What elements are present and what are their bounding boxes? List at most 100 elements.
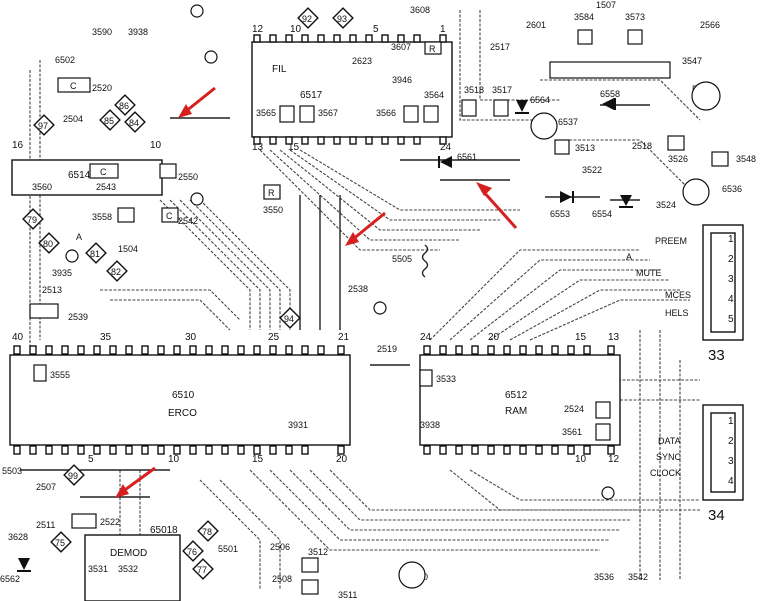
component-ref: 1507: [596, 0, 616, 10]
svg-text:80: 80: [43, 239, 53, 249]
component-ref: 2550: [178, 172, 198, 182]
ic-ref: 6514: [68, 170, 91, 181]
component-ref: 6553: [550, 209, 570, 219]
pin-number: 13: [608, 332, 620, 343]
connector-label: HELS: [665, 308, 689, 318]
component-ref: 2507: [36, 482, 56, 492]
svg-text:82: 82: [111, 267, 121, 277]
component-ref: 5505: [392, 254, 412, 264]
connector-label: PREEM: [655, 236, 687, 246]
svg-text:75: 75: [55, 538, 65, 548]
component-ref: 3938: [420, 420, 440, 430]
pad-diamond: 76: [182, 540, 204, 562]
ic-name: DEMOD: [110, 548, 147, 559]
component-ref: 5501: [218, 544, 238, 554]
pin-number: 15: [575, 332, 587, 343]
svg-text:76: 76: [187, 547, 197, 557]
pin-number: 15: [288, 142, 300, 153]
pin-number: 21: [338, 332, 350, 343]
component-ref: 3524: [656, 200, 676, 210]
component-ref: 2506: [270, 542, 290, 552]
svg-text:84: 84: [129, 118, 139, 128]
component-ref: 3931: [288, 420, 308, 430]
connector-label: CLOCK: [650, 468, 681, 478]
pin-number: 20: [488, 332, 500, 343]
svg-text:97: 97: [38, 121, 48, 131]
component-ref: 3584: [574, 12, 594, 22]
component-ref: 3560: [32, 182, 52, 192]
svg-text:C: C: [166, 211, 173, 221]
pin-number: 5: [373, 24, 379, 35]
component-ref: 3532: [118, 564, 138, 574]
component-ref: 3590: [92, 27, 112, 37]
pad-diamond: 75: [50, 531, 72, 553]
component-ref: 2508: [272, 574, 292, 584]
component-ref: 2601: [526, 20, 546, 30]
ic-ref: 6517: [300, 90, 323, 101]
pin-number: 2: [728, 436, 734, 447]
pin-row: [423, 345, 615, 455]
component-ref: 2522: [100, 517, 120, 527]
component-ref: 2513: [42, 285, 62, 295]
component-ref: 2542: [178, 216, 198, 226]
component-ref: 3526: [668, 154, 688, 164]
pin-number: 24: [420, 332, 432, 343]
connector-33: 33 1 2 3 4 5 PREEM MUTE MCES HELS: [636, 224, 744, 364]
pad-diamond: 78: [197, 520, 219, 542]
component-ref: 6564: [530, 95, 550, 105]
pad-diamond: 80: [38, 232, 60, 254]
component-ref: 6536: [722, 184, 742, 194]
pin-number: 10: [575, 454, 587, 465]
component-ref: 3547: [682, 56, 702, 66]
component-ref: 3607: [391, 42, 411, 52]
connector-label: DATA: [658, 436, 681, 446]
pad-diamond: 85: [99, 109, 121, 131]
component-ref: 3946: [392, 75, 412, 85]
component-ref: 6537: [558, 117, 578, 127]
pin-number: 10: [168, 454, 180, 465]
component-ref: 5503: [2, 466, 22, 476]
pin-number: 20: [336, 454, 348, 465]
component-ref: 2517: [490, 42, 510, 52]
component-ref: 3536: [594, 572, 614, 582]
svg-text:94: 94: [284, 314, 294, 324]
component-ref: 1504: [118, 244, 138, 254]
svg-text:A: A: [626, 252, 632, 262]
pad-diamond: 84: [124, 111, 146, 133]
component-ref: 3567: [318, 108, 338, 118]
component-ref: 3565: [256, 108, 276, 118]
svg-text:85: 85: [104, 116, 114, 126]
diodes: [17, 98, 633, 572]
component-ref: 3608: [410, 5, 430, 15]
pad-diamond: 81: [85, 242, 107, 264]
pin-number: 25: [268, 332, 280, 343]
ic-6501: 6501 DEMOD 8: [84, 525, 181, 601]
ic-ref: 6510: [172, 390, 195, 401]
pin-number: 24: [440, 142, 452, 153]
inductor-5505: [421, 244, 429, 278]
svg-text:79: 79: [27, 215, 37, 225]
component-ref: 2566: [700, 20, 720, 30]
annotation-arrows: [115, 86, 518, 498]
component-ref: 6562: [0, 574, 20, 584]
svg-text:99: 99: [68, 471, 78, 481]
pin-number: 35: [100, 332, 112, 343]
component-ref: 2519: [377, 344, 397, 354]
passive-footprints: [29, 29, 729, 595]
component-ref: 3558: [92, 212, 112, 222]
ic-ref: 6501: [150, 525, 173, 536]
component-ref: 2524: [564, 404, 584, 414]
ic-name: FIL: [272, 64, 287, 75]
component-ref: 3517: [492, 85, 512, 95]
pin-number: 30: [185, 332, 197, 343]
connector-ref: 33: [708, 347, 725, 364]
ic-name: RAM: [505, 406, 527, 417]
component-ref: 2538: [348, 284, 368, 294]
component-ref: 3564: [424, 90, 444, 100]
svg-text:A: A: [76, 232, 82, 242]
component-ref: 3566: [376, 108, 396, 118]
numbered-pads: 92 93 97 86 85 84 79 80 81 82 94 99 75 7…: [22, 7, 354, 580]
pin-number: 13: [252, 142, 264, 153]
pin-number: 16: [12, 140, 24, 151]
